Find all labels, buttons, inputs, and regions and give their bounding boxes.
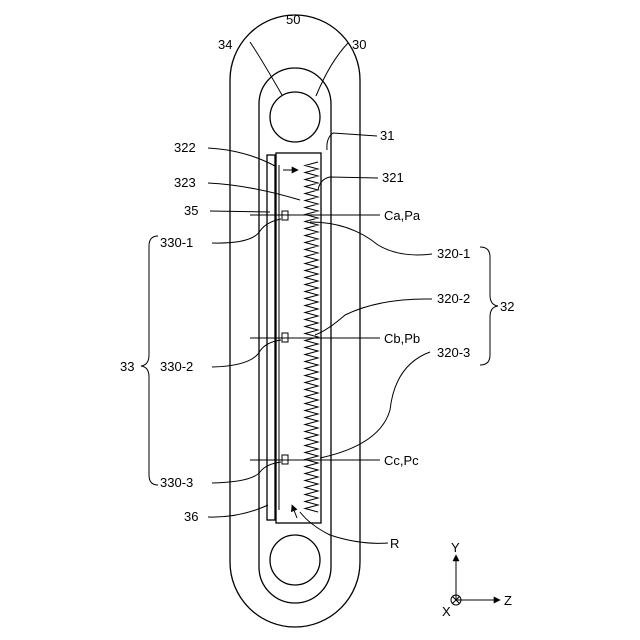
label-cb-pb: Cb,Pb <box>384 331 420 346</box>
label-ca-pa: Ca,Pa <box>384 208 421 223</box>
label-321: 321 <box>382 170 404 185</box>
label-330-2: 330-2 <box>160 359 193 374</box>
label-31: 31 <box>380 128 394 143</box>
label-axis-z: Z <box>504 593 512 608</box>
label-axis-x: X <box>442 604 451 619</box>
arrow-r <box>292 505 297 518</box>
label-50: 50 <box>286 12 300 27</box>
label-35: 35 <box>184 203 198 218</box>
label-cc-pc: Cc,Pc <box>384 453 419 468</box>
label-320-3: 320-3 <box>437 345 470 360</box>
label-330-1: 330-1 <box>160 235 193 250</box>
axis-indicator <box>451 555 500 605</box>
brace-32 <box>480 247 498 365</box>
label-323: 323 <box>174 175 196 190</box>
label-34: 34 <box>218 37 232 52</box>
label-30: 30 <box>352 37 366 52</box>
label-322: 322 <box>174 140 196 155</box>
label-36: 36 <box>184 509 198 524</box>
label-33: 33 <box>120 359 134 374</box>
label-320-1: 320-1 <box>437 246 470 261</box>
label-axis-y: Y <box>451 540 460 555</box>
label-r: R <box>390 536 399 551</box>
bottom-roller <box>270 535 320 585</box>
brace-33 <box>141 236 158 485</box>
top-roller <box>270 92 320 142</box>
label-32: 32 <box>500 299 514 314</box>
label-330-3: 330-3 <box>160 475 193 490</box>
label-320-2: 320-2 <box>437 291 470 306</box>
